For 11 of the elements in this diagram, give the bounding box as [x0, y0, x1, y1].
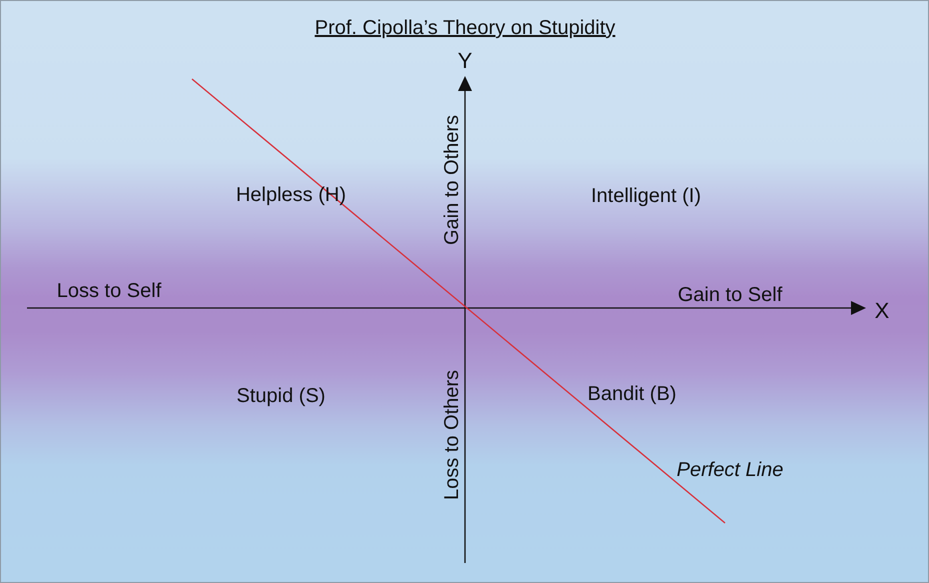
quadrant-label: Stupid (S)	[236, 385, 326, 407]
line-label: Perfect Line	[676, 459, 784, 481]
axis-title: Loss to Self	[56, 280, 162, 302]
quadrant-label: Intelligent (I)	[590, 185, 702, 207]
axis-title: Loss to Others	[441, 370, 463, 500]
axis-letter: X	[874, 298, 890, 324]
axis-title: Gain to Others	[441, 114, 463, 246]
quadrant-label: Bandit (B)	[588, 383, 676, 405]
axis-title: Gain to Self	[678, 284, 782, 306]
chart-title: Prof. Cipolla’s Theory on Stupidity	[314, 17, 616, 39]
axis-letter: Y	[458, 48, 472, 74]
